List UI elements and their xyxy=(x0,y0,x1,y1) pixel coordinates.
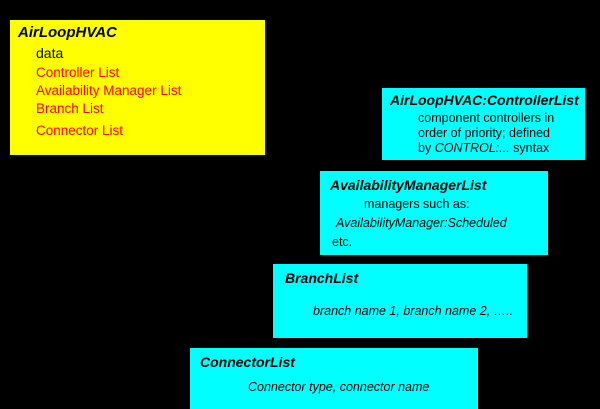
connector-stub-availability-manager-list xyxy=(334,166,344,168)
branch-list-title: BranchList xyxy=(285,270,359,286)
object-data-label: data xyxy=(36,45,64,61)
field-availability-manager-list: Availability Manager List xyxy=(36,83,182,98)
availability-manager-list-line-2: AvailabilityManager:Scheduled xyxy=(336,216,507,230)
controller-list-line-1: component controllers in xyxy=(418,111,555,125)
connector-list-definition-box: ConnectorList Connector type, connector … xyxy=(190,348,478,409)
connector-list-line-1: Connector type, connector name xyxy=(248,380,430,394)
branch-list-definition-box: BranchList branch name 1, branch name 2,… xyxy=(273,264,527,338)
controller-list-line-3: by CONTROL:... syntax xyxy=(418,141,549,155)
availability-manager-list-line-3: etc. xyxy=(332,235,353,249)
connector-stub-controller-list xyxy=(399,76,401,88)
controller-list-definition-box: AirLoopHVAC:ControllerList component con… xyxy=(382,88,585,160)
controller-list-line-3-suffix: syntax xyxy=(509,141,550,155)
airloophvac-object-box: AirLoopHVAC data Controller List Availab… xyxy=(10,20,265,155)
object-title: AirLoopHVAC xyxy=(18,24,117,41)
controller-list-line-3-emphasis: CONTROL:... xyxy=(434,141,510,155)
availability-manager-list-definition-box: AvailabilityManagerList managers such as… xyxy=(320,171,548,255)
availability-manager-list-title: AvailabilityManagerList xyxy=(330,177,487,193)
controller-list-line-3-prefix: by xyxy=(418,141,435,155)
connector-list-title: ConnectorList xyxy=(200,354,295,370)
field-controller-list: Controller List xyxy=(36,65,120,80)
availability-manager-list-line-1: managers such as: xyxy=(364,197,470,211)
field-branch-list: Branch List xyxy=(36,101,104,116)
controller-list-line-2: order of priority; defined xyxy=(418,126,551,140)
field-connector-list: Connector List xyxy=(36,123,124,138)
branch-list-line-1: branch name 1, branch name 2, ….. xyxy=(313,304,514,318)
controller-list-title: AirLoopHVAC:ControllerList xyxy=(390,92,579,108)
